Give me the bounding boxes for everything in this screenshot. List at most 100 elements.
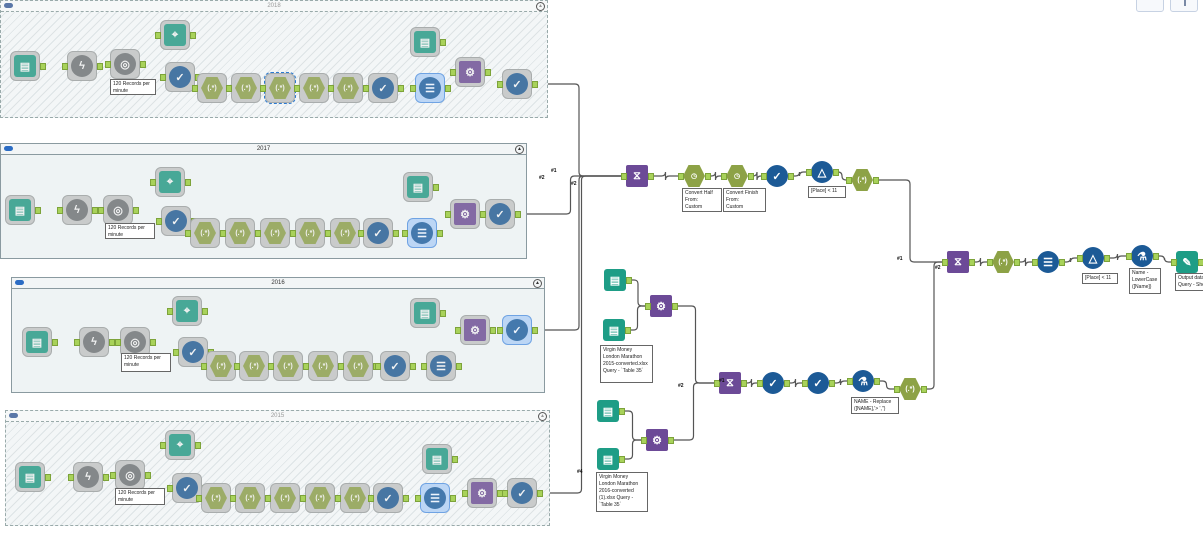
- select-tool[interactable]: ✓: [807, 372, 829, 394]
- multirow-tool[interactable]: ☰: [1037, 251, 1059, 273]
- input-anchor[interactable]: [645, 303, 651, 310]
- output-anchor[interactable]: [440, 310, 446, 317]
- input-anchor[interactable]: [502, 490, 508, 497]
- input-tool[interactable]: ▤: [597, 448, 619, 470]
- formula-tool[interactable]: (.*): [273, 351, 303, 381]
- input-anchor[interactable]: [294, 85, 300, 92]
- output-anchor[interactable]: [440, 39, 446, 46]
- output-anchor[interactable]: [537, 490, 543, 497]
- output-anchor[interactable]: [969, 259, 975, 266]
- formula-tool[interactable]: (.*): [225, 218, 255, 248]
- toolbar-button-2[interactable]: [1170, 0, 1198, 12]
- input-anchor[interactable]: [846, 177, 852, 184]
- browse-tool[interactable]: ⌖: [155, 167, 185, 197]
- input-anchor[interactable]: [192, 85, 198, 92]
- output-anchor[interactable]: [672, 303, 678, 310]
- input-anchor[interactable]: [363, 85, 369, 92]
- input-anchor[interactable]: [74, 339, 80, 346]
- collapse-icon[interactable]: ▲: [536, 2, 545, 11]
- filter-tool[interactable]: △: [1082, 247, 1104, 269]
- input-anchor[interactable]: [62, 63, 68, 70]
- input-anchor[interactable]: [115, 339, 121, 346]
- output-anchor[interactable]: [515, 211, 521, 218]
- output-anchor[interactable]: [784, 380, 790, 387]
- input-anchor[interactable]: [300, 495, 306, 502]
- output-anchor[interactable]: [195, 442, 201, 449]
- filter-tool[interactable]: △: [811, 161, 833, 183]
- input-tool[interactable]: ▤: [422, 444, 452, 474]
- join-tool[interactable]: ⚙: [455, 57, 485, 87]
- connection[interactable]: [877, 380, 896, 390]
- input-anchor[interactable]: [160, 442, 166, 449]
- multirow-tool[interactable]: ☰: [407, 218, 437, 248]
- output-anchor[interactable]: [873, 177, 879, 184]
- output-anchor[interactable]: [445, 85, 451, 92]
- select-tool[interactable]: ✓: [485, 199, 515, 229]
- formula-tool[interactable]: (.*): [992, 251, 1014, 273]
- input-anchor[interactable]: [894, 386, 900, 393]
- input-anchor[interactable]: [328, 85, 334, 92]
- connection[interactable]: [622, 410, 643, 441]
- input-anchor[interactable]: [98, 207, 104, 214]
- output-anchor[interactable]: [485, 69, 491, 76]
- select-tool[interactable]: ✓: [507, 478, 537, 508]
- datetime-tool[interactable]: ◷: [683, 165, 705, 187]
- lab-tool[interactable]: ⚗: [1131, 245, 1153, 267]
- output-anchor[interactable]: [532, 81, 538, 88]
- output-anchor[interactable]: [97, 63, 103, 70]
- sample-tool[interactable]: ◎: [103, 195, 133, 225]
- output-anchor[interactable]: [393, 230, 399, 237]
- output-anchor[interactable]: [532, 327, 538, 334]
- output-anchor[interactable]: [437, 230, 443, 237]
- input-tool[interactable]: ▤: [410, 298, 440, 328]
- output-anchor[interactable]: [410, 363, 416, 370]
- browse-tool[interactable]: ⌖: [172, 296, 202, 326]
- formula-tool[interactable]: (.*): [201, 483, 231, 513]
- container-toggle[interactable]: [15, 280, 24, 285]
- join-tool[interactable]: ⚙: [460, 315, 490, 345]
- output-anchor[interactable]: [1153, 253, 1159, 260]
- input-anchor[interactable]: [57, 207, 63, 214]
- output-anchor[interactable]: [52, 339, 58, 346]
- input-tool[interactable]: ▤: [410, 27, 440, 57]
- formula-tool[interactable]: (.*): [305, 483, 335, 513]
- output-anchor[interactable]: [833, 169, 839, 176]
- output-anchor[interactable]: [874, 378, 880, 385]
- union-tool[interactable]: ⧖: [719, 372, 741, 394]
- input-anchor[interactable]: [757, 380, 763, 387]
- input-anchor[interactable]: [150, 179, 156, 186]
- formula-tool[interactable]: (.*): [340, 483, 370, 513]
- input-tool[interactable]: ▤: [5, 195, 35, 225]
- connection[interactable]: [876, 179, 944, 263]
- input-anchor[interactable]: [761, 173, 767, 180]
- output-anchor[interactable]: [748, 173, 754, 180]
- select-tool[interactable]: ✓: [363, 218, 393, 248]
- select-tool[interactable]: ✓: [165, 62, 195, 92]
- output-anchor[interactable]: [103, 474, 109, 481]
- output-anchor[interactable]: [788, 173, 794, 180]
- connection[interactable]: [628, 305, 647, 331]
- output-anchor[interactable]: [490, 327, 496, 334]
- output-anchor[interactable]: [145, 472, 151, 479]
- input-anchor[interactable]: [268, 363, 274, 370]
- union-tool[interactable]: ⧖: [626, 165, 648, 187]
- collapse-icon[interactable]: ▲: [533, 279, 542, 288]
- output-anchor[interactable]: [1198, 259, 1203, 266]
- dynamic-tool[interactable]: ϟ: [67, 51, 97, 81]
- output-anchor[interactable]: [1059, 259, 1065, 266]
- connection[interactable]: [540, 175, 623, 494]
- input-anchor[interactable]: [678, 173, 684, 180]
- toolbar-button-1[interactable]: [1136, 0, 1164, 12]
- connection[interactable]: [535, 83, 623, 177]
- formula-tool[interactable]: (.*): [235, 483, 265, 513]
- input-anchor[interactable]: [480, 211, 486, 218]
- input-anchor[interactable]: [173, 349, 179, 356]
- formula-tool[interactable]: (.*): [231, 73, 261, 103]
- output-anchor[interactable]: [626, 277, 632, 284]
- output-anchor[interactable]: [741, 380, 747, 387]
- datetime-tool[interactable]: ◷: [726, 165, 748, 187]
- connection[interactable]: [651, 171, 680, 181]
- input-anchor[interactable]: [987, 259, 993, 266]
- connection[interactable]: [744, 378, 759, 388]
- input-anchor[interactable]: [230, 495, 236, 502]
